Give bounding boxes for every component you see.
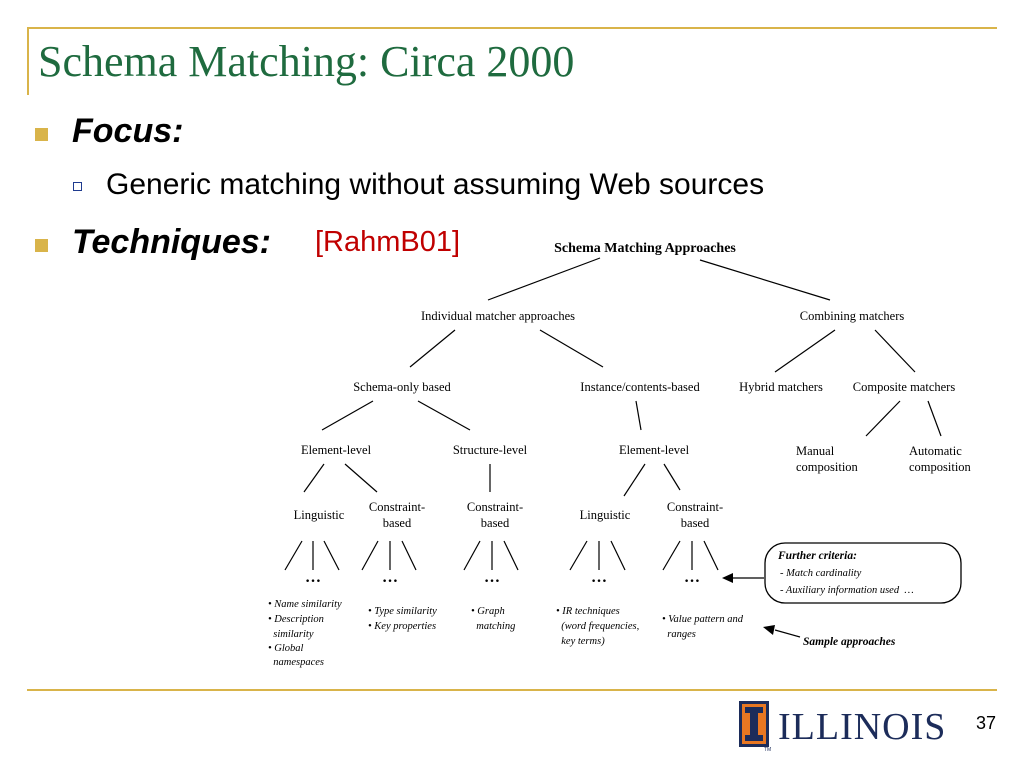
node-constraint-based: Constraint- — [369, 500, 425, 514]
node-root: Schema Matching Approaches — [554, 241, 736, 256]
node-composite-matchers: Composite matchers — [853, 380, 956, 394]
edge — [321, 400, 374, 431]
node-combining-matchers: Combining matchers — [800, 309, 905, 323]
svg-text:• Global: • Global — [268, 643, 304, 654]
edge — [623, 463, 646, 497]
bullet-techniques: Techniques: — [72, 223, 271, 261]
svg-text:• Graph: • Graph — [471, 606, 505, 617]
svg-text:namespaces: namespaces — [268, 657, 324, 668]
edge — [635, 400, 642, 431]
svg-text:• Name similarity: • Name similarity — [268, 599, 342, 610]
slide-title: Schema Matching: Circa 2000 — [38, 37, 575, 86]
arrowhead — [722, 573, 733, 583]
ellipsis: … — [484, 569, 500, 586]
edge — [417, 400, 471, 431]
svg-text:• Type similarity: • Type similarity — [368, 606, 437, 617]
node-constraint-based: Constraint- — [667, 500, 723, 514]
illinois-logo-text: ILLINOIS — [778, 706, 947, 748]
edge — [865, 400, 901, 437]
schema-matching-taxonomy-diagram: Schema Matching Approaches Individual ma… — [268, 241, 972, 668]
sub-bullet-generic-matching: Generic matching without assuming Web so… — [106, 168, 765, 201]
node-constraint-based-line2: based — [481, 516, 510, 530]
arrowhead — [763, 625, 775, 635]
node-automatic-composition-line2: composition — [909, 460, 972, 474]
node-constraint-based: Constraint- — [467, 500, 523, 514]
node-structure-level: Structure-level — [453, 443, 528, 457]
further-criteria-box — [764, 542, 962, 604]
node-constraint-based-line2: based — [681, 516, 710, 530]
svg-text:TM: TM — [764, 747, 771, 752]
node-schema-only: Schema-only based — [353, 380, 451, 394]
edge — [487, 257, 601, 301]
ellipsis: … — [591, 569, 607, 586]
node-element-level: Element-level — [619, 443, 690, 457]
node-manual-composition-line2: composition — [796, 460, 859, 474]
examples-constraint: • Type similarity • Key properties — [368, 606, 437, 632]
examples-instance-linguistic: • IR techniques (word frequencies, key t… — [556, 606, 639, 647]
edge — [874, 329, 916, 373]
node-manual-composition: Manual — [796, 444, 835, 458]
svg-text:• Description: • Description — [268, 614, 324, 625]
sample-approaches-label: Sample approaches — [803, 636, 896, 648]
svg-text:similarity: similarity — [268, 629, 314, 640]
svg-text:• Value pattern and: • Value pattern and — [662, 614, 744, 625]
edge — [774, 329, 836, 373]
further-criteria-item: - Auxiliary information used … — [780, 585, 914, 596]
svg-text:• IR techniques: • IR techniques — [556, 606, 620, 617]
ellipsis: … — [684, 569, 700, 586]
edge — [409, 329, 456, 368]
further-criteria-title: Further criteria: — [777, 550, 857, 562]
node-constraint-based-line2: based — [383, 516, 412, 530]
node-instance-based: Instance/contents-based — [580, 380, 700, 394]
examples-linguistic: • Name similarity • Description similari… — [268, 599, 342, 668]
svg-text:ranges: ranges — [662, 629, 696, 640]
bullet-marker — [35, 128, 48, 141]
node-linguistic: Linguistic — [294, 508, 345, 522]
page-number: 37 — [976, 713, 997, 733]
edge — [663, 463, 681, 491]
bullet-marker — [35, 239, 48, 252]
arrow-sample-approaches — [774, 629, 801, 638]
edge — [699, 259, 831, 301]
ellipsis: … — [382, 569, 398, 586]
svg-text:key terms): key terms) — [556, 636, 605, 647]
footer-rule — [27, 689, 997, 691]
bullet-focus: Focus: — [72, 112, 184, 150]
node-element-level: Element-level — [301, 443, 372, 457]
citation-rahmb01: [RahmB01] — [315, 226, 461, 258]
fan-lines — [284, 540, 719, 571]
svg-text:(word frequencies,: (word frequencies, — [556, 621, 639, 632]
edge — [344, 463, 378, 493]
node-linguistic: Linguistic — [580, 508, 631, 522]
title-top-rule — [27, 27, 997, 29]
title-left-rule — [27, 27, 29, 95]
further-criteria-item: - Match cardinality — [780, 568, 862, 579]
node-individual-matchers: Individual matcher approaches — [421, 309, 575, 323]
svg-text:• Key properties: • Key properties — [368, 621, 436, 632]
edge — [927, 400, 942, 437]
node-automatic-composition: Automatic — [909, 444, 962, 458]
node-hybrid-matchers: Hybrid matchers — [739, 380, 823, 394]
ellipsis: … — [305, 569, 321, 586]
edge — [303, 463, 325, 493]
svg-text:matching: matching — [471, 621, 515, 632]
illinois-block-i-logo-icon: TM — [739, 701, 771, 752]
edge — [539, 329, 604, 368]
examples-instance-constraint: • Value pattern and ranges — [662, 614, 744, 640]
examples-structure: • Graph matching — [471, 606, 515, 632]
sub-bullet-marker — [73, 182, 82, 191]
